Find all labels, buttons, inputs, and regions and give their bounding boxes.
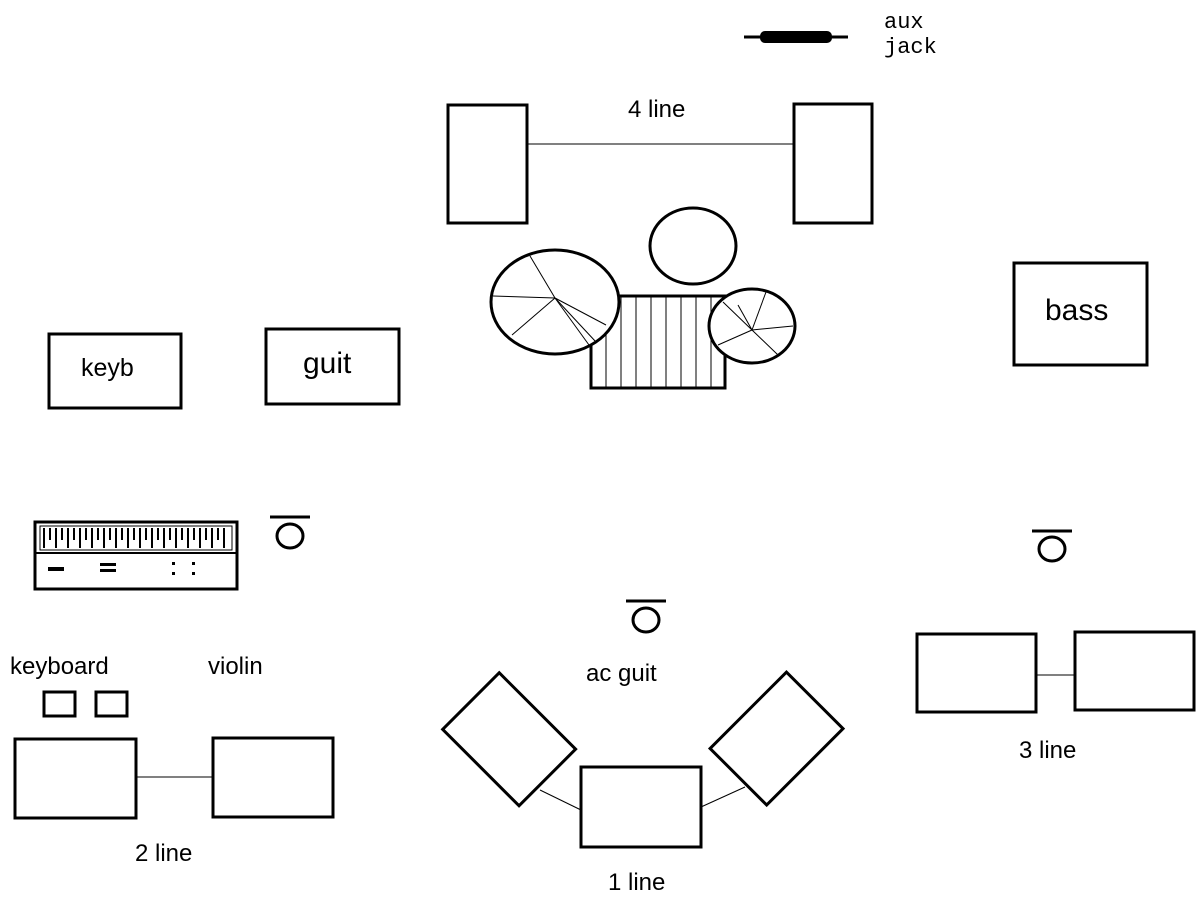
keyb-label: keyb bbox=[81, 354, 134, 382]
line-3-label: 3 line bbox=[1019, 737, 1077, 764]
keyboard-label: keyboard bbox=[10, 653, 109, 680]
monitor-pair-4-line bbox=[446, 102, 874, 225]
line-2-label: 2 line bbox=[135, 840, 193, 867]
bass-label: bass bbox=[1045, 294, 1109, 327]
monitor-1-center bbox=[579, 765, 703, 849]
monitor-group-1-line bbox=[440, 669, 846, 849]
ac-guit-label: ac guit bbox=[586, 660, 657, 687]
guit-amp bbox=[264, 327, 401, 406]
monitor-1-left bbox=[440, 670, 578, 808]
microphone-icon-keyboard bbox=[270, 515, 310, 550]
bass-amp bbox=[1012, 261, 1149, 367]
violin-label: violin bbox=[208, 653, 263, 680]
keyboard-instrument-icon bbox=[33, 520, 239, 591]
di-box-right bbox=[94, 690, 129, 718]
aux-jack-icon bbox=[744, 31, 848, 43]
monitor-3-right bbox=[1073, 630, 1196, 712]
monitor-4-left bbox=[446, 103, 529, 225]
monitor-4-right bbox=[792, 102, 874, 225]
di-box-left bbox=[42, 690, 77, 718]
monitor-3-left bbox=[915, 632, 1038, 714]
line-1-label: 1 line bbox=[608, 869, 666, 896]
aux-jack-label: aux jack bbox=[884, 10, 937, 60]
monitor-pair-3-line bbox=[915, 630, 1196, 714]
monitor-2-left bbox=[13, 737, 138, 820]
guit-label: guit bbox=[303, 347, 352, 380]
drum-kit-icon bbox=[489, 206, 797, 390]
microphone-icon-right bbox=[1032, 529, 1072, 563]
line-4-label: 4 line bbox=[628, 96, 686, 123]
monitor-1-right bbox=[707, 669, 846, 808]
keyb-amp bbox=[47, 332, 183, 410]
monitor-2-right bbox=[211, 736, 335, 819]
monitor-pair-2-line bbox=[13, 736, 335, 820]
microphone-icon-ac-guit bbox=[626, 599, 666, 634]
